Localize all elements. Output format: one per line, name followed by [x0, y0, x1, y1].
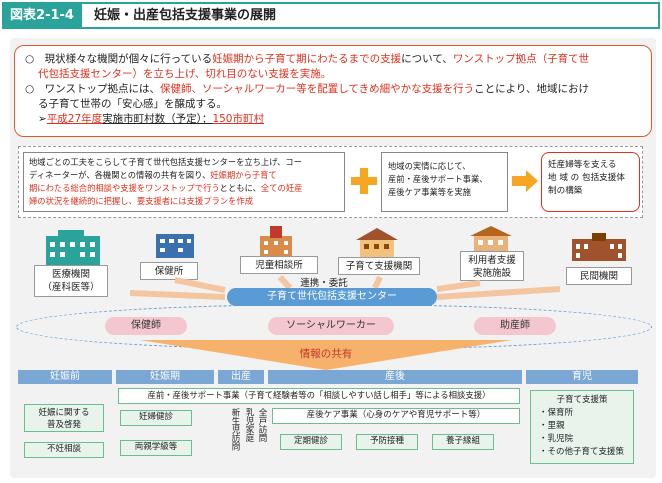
hospital-icon: [46, 230, 100, 266]
flow-text: 制の構築: [548, 186, 583, 196]
private-org-building-icon: [572, 233, 626, 261]
connection-arrows: [129, 274, 560, 300]
support-center: 子育て世代包括支援センター: [227, 288, 437, 306]
item-regular-checkup: 定期健診: [280, 434, 342, 450]
child-guidance-building-icon: [260, 226, 292, 258]
staff-public-health-nurse: 保健師: [105, 317, 187, 335]
info-share-label: 情報の共有: [299, 348, 353, 360]
stage-postpartum: 産後: [268, 370, 522, 384]
flow-box-center-setup: 地域ごとの工夫をこらして子育て世代包括支援センターを立ち上げ、コー ディネーター…: [23, 152, 345, 212]
stage-birth: 出産: [218, 370, 264, 384]
flow-text: 地域ごとの工夫をこらして子育て世代包括支援センターを立ち上げ、コー: [29, 157, 302, 167]
childcare-item: ・保育所: [539, 408, 574, 418]
stage-childcare: 育児: [526, 370, 638, 384]
stage-pregnancy: 妊娠期: [116, 370, 214, 384]
institution-user-support: 利用者支援 実施施設: [460, 251, 524, 281]
item-prenatal-checkup: 妊婦健診: [120, 410, 192, 426]
item-all-home-visit: 全戸訪問: [257, 408, 267, 442]
institution-label: 利用者支援: [468, 255, 516, 266]
childcare-item: ・里親: [539, 421, 565, 431]
childcare-org-building-icon: [356, 228, 398, 258]
overview-line-3: ○ ワンストップ拠点には、保健師、ソーシャルワーカー等を配置してきめ細やかな支援…: [25, 83, 589, 95]
overview-line-4: る子育て世帯の「安心感」を醸成する。: [38, 98, 227, 110]
flow-box-local-projects: 地域の実情に応じて、 産前・産後サポート事業、 産後ケア事業等を実施: [381, 152, 508, 212]
flow-text: 地域の実情に応じて、: [388, 161, 471, 171]
institution-private: 民間機関: [566, 267, 632, 285]
stage-pre-pregnancy: 妊娠前: [18, 370, 112, 384]
institution-child-guidance: 児童相談所: [240, 256, 318, 274]
item-adoption: 養子縁組: [432, 434, 494, 450]
flow-text: 産後ケア事業等を実施: [388, 187, 471, 197]
cooperation-label: 連携・委託: [300, 278, 348, 289]
item-parent-class: 両親学級等: [120, 440, 192, 456]
flow-text: 妊産婦等を支える: [548, 160, 617, 170]
institution-label: 実施施設: [472, 268, 511, 279]
institution-label: （産科医等）: [42, 282, 100, 293]
item-vaccination: 予防接種: [356, 434, 418, 450]
flow-text: 期にわたる総合的相談や支援をワンストップで行うとともに、全ての妊産: [29, 183, 303, 193]
item-awareness: 妊娠に関する普及啓発: [24, 404, 104, 432]
page-title: 妊娠・出産包括支援事業の展開: [94, 8, 277, 23]
item-postpartum-care: 産後ケア事業（心身のケアや育児サポート等）: [272, 408, 520, 424]
overview-line-1: ○ 現状様々な機関が個々に行っている妊娠期から子育て期にわたるまでの支援について…: [25, 53, 590, 65]
institution-label: 医療機関: [51, 269, 90, 280]
staff-social-worker: ソーシャルワーカー: [268, 317, 394, 335]
item-support-project: 産前・産後サポート事業（子育て経験者等の「相談しやすい話し相手」等による相談支援…: [118, 388, 520, 404]
staff-midwife: 助産師: [474, 317, 556, 335]
overview-line-5: ➢平成27年度実施市町村数（予定）：150市町村: [38, 113, 264, 125]
item-newborn-visit: 新生児訪問: [230, 408, 240, 451]
info-share-arrow: [140, 340, 512, 370]
plus-icon: [351, 168, 377, 194]
childcare-title: 子育て支援策: [556, 395, 608, 405]
childcare-item: ・乳児院: [539, 434, 574, 444]
item-label: 妊娠に関する普及啓発: [38, 408, 90, 430]
institution-medical: 医療機関 （産科医等）: [34, 265, 108, 297]
health-center-building-icon: [156, 234, 194, 258]
item-infertility: 不妊相談: [24, 442, 104, 458]
childcare-item: ・その他子育て支援策: [539, 447, 625, 457]
figure-number: 図表2-1-4: [2, 2, 82, 29]
flow-text: ディネーターが、各機関との情報の共有を図り、妊娠期から子育て: [29, 170, 277, 180]
institution-health-center: 保健所: [140, 262, 198, 280]
flow-text: 地 域 の 包括支援体: [548, 173, 625, 183]
user-support-building-icon: [470, 226, 512, 252]
overview-box: ○ 現状様々な機関が個々に行っている妊娠期から子育て期にわたるまでの支援について…: [14, 45, 652, 137]
childcare-measures-box: 子育て支援策 ・保育所 ・里親 ・乳児院 ・その他子育て支援策: [530, 390, 634, 464]
flow-text: 婦の状況を継続的に把握し、要支援者には支援プランを作成: [29, 196, 254, 206]
flow-box-support-system: 妊産婦等を支える 地 域 の 包括支援体 制の構築: [541, 152, 640, 212]
item-infant-home: 乳児家庭: [244, 408, 254, 442]
flow-text: 産前・産後サポート事業、: [388, 174, 488, 184]
institution-childcare-org: 子育て支援機関: [338, 257, 420, 275]
header-frame: [2, 2, 660, 29]
overview-line-2: 代包括支援センター）を立ち上げ、切れ目のない支援を実施。: [38, 68, 332, 80]
right-arrow-icon: [512, 170, 538, 192]
